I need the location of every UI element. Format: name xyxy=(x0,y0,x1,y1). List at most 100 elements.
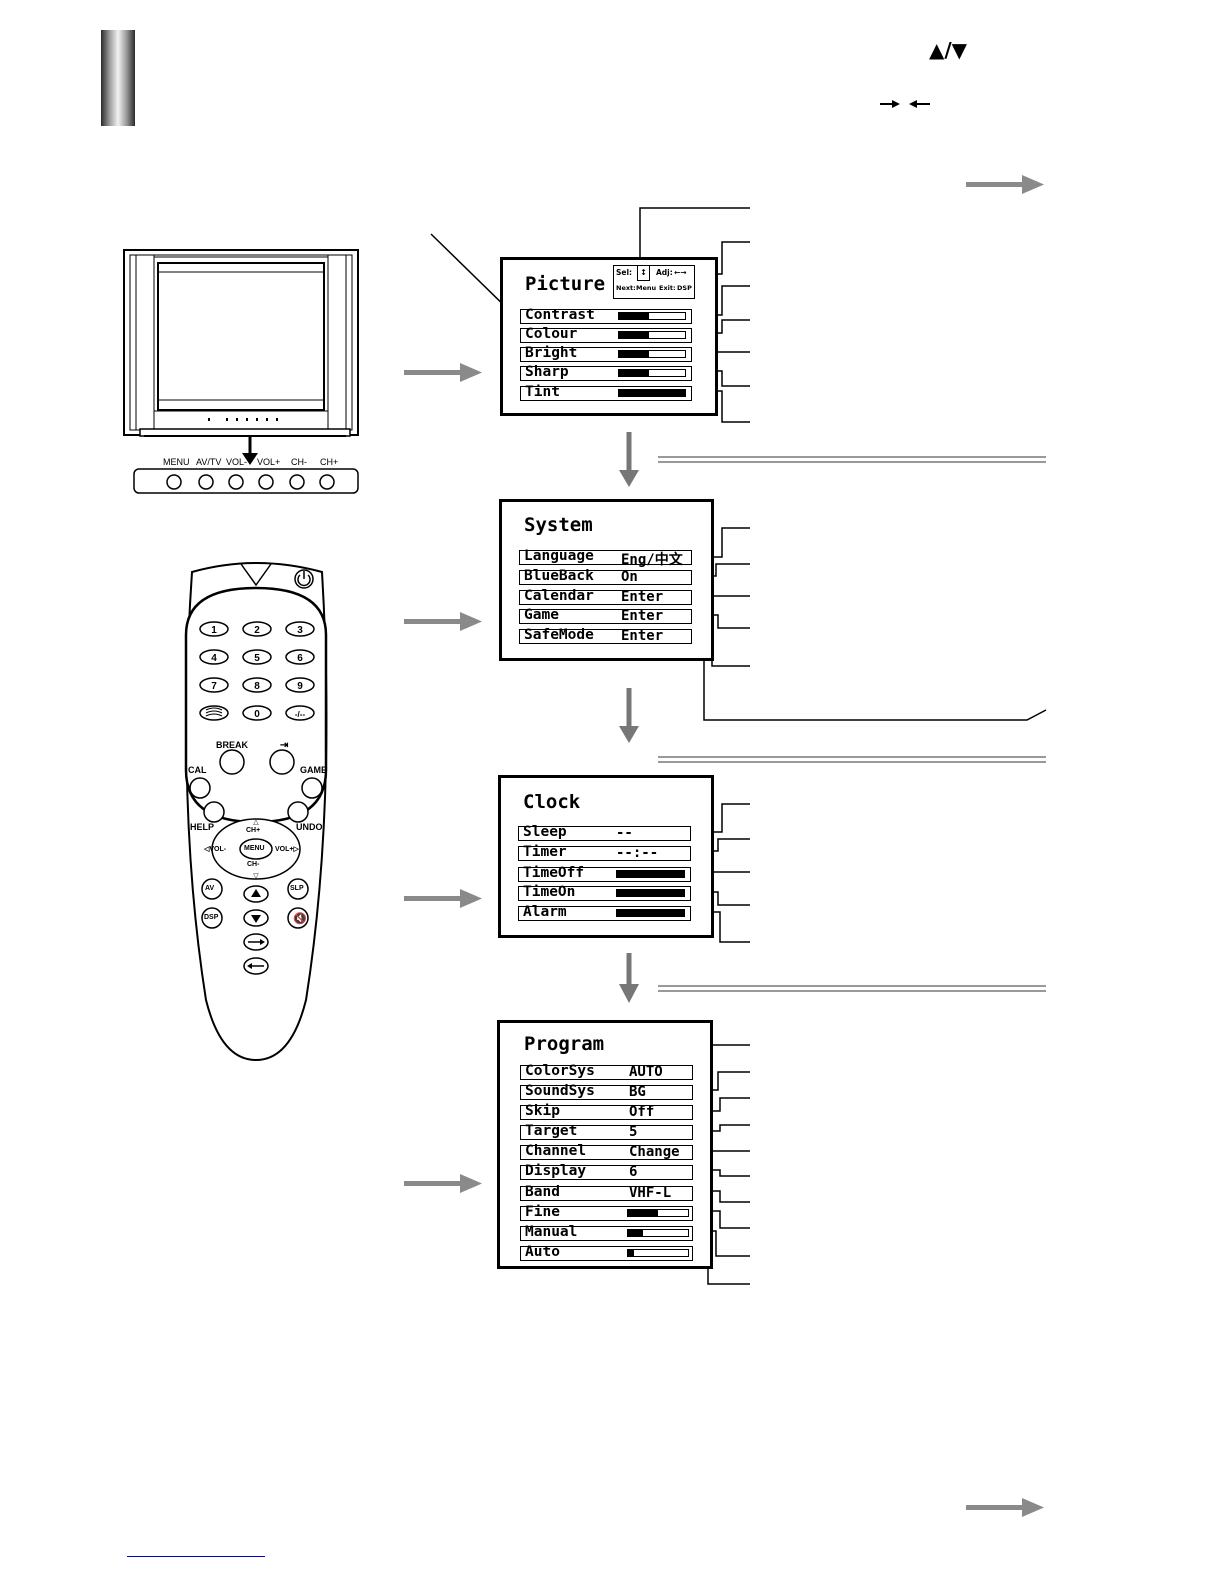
program-item-band[interactable]: Band VHF-L xyxy=(520,1184,693,1201)
system-item-language[interactable]: Language Eng/中文 xyxy=(519,548,692,568)
level-bar xyxy=(618,350,686,358)
picture-item-label: Sharp xyxy=(525,364,569,380)
program-item-value: 6 xyxy=(629,1164,638,1180)
level-bar xyxy=(627,1249,689,1257)
program-menu-title: Program xyxy=(524,1033,605,1055)
picture-item-contrast[interactable]: Contrast xyxy=(520,307,692,324)
hint-adj-arrows-icon: ←→ xyxy=(674,268,687,277)
remote-labels: BREAK CAL GAME HELP UNDO CH+ CH- ◁VOL- V… xyxy=(176,560,336,1065)
clock-menu-title: Clock xyxy=(523,791,581,813)
menu-center-button xyxy=(239,838,273,860)
program-item-channel[interactable]: Channel Change xyxy=(520,1143,693,1160)
system-item-blueback[interactable]: BlueBack On xyxy=(519,568,692,585)
panel-button-menu xyxy=(166,474,182,490)
skip-icon: ⇥ xyxy=(280,740,289,751)
panel-label-vol-plus: VOL+ xyxy=(257,457,281,467)
right-arrow-icon xyxy=(260,939,265,945)
left-arrow-icon xyxy=(247,963,252,969)
program-item-value: BG xyxy=(629,1084,646,1100)
help-button xyxy=(203,801,225,823)
tv-set-illustration xyxy=(123,249,359,494)
program-item-soundsys[interactable]: SoundSys BG xyxy=(520,1083,693,1100)
panel-label-vol-minus: VOL- xyxy=(226,457,248,467)
program-item-colorsys[interactable]: ColorSys AUTO xyxy=(520,1063,693,1080)
panel-button-avtv xyxy=(198,474,214,490)
clock-item-alarm[interactable]: Alarm xyxy=(518,904,691,921)
system-item-value: Eng/中文 xyxy=(621,552,683,568)
panel-button-ch-plus xyxy=(319,474,335,490)
picture-item-colour[interactable]: Colour xyxy=(520,326,692,343)
panel-label-menu: MENU xyxy=(163,457,190,467)
remote-key-1: 1 xyxy=(211,625,217,636)
system-menu-title: System xyxy=(524,514,593,536)
skip-button xyxy=(269,749,295,775)
mute-icon: 🔇 xyxy=(293,912,307,925)
program-item-label: SoundSys xyxy=(525,1083,595,1099)
program-item-auto[interactable]: Auto xyxy=(520,1244,693,1261)
system-item-label: Game xyxy=(524,607,559,623)
picture-item-bright[interactable]: Bright xyxy=(520,345,692,362)
picture-menu-title: Picture xyxy=(525,273,606,295)
tv-front-panel: MENU AV/TV VOL- VOL+ CH- CH+ xyxy=(134,457,364,497)
clock-item-timer[interactable]: Timer --:-- xyxy=(518,844,691,861)
program-item-label: ColorSys xyxy=(525,1063,595,1079)
continue-arrow-icon xyxy=(966,1498,1044,1517)
program-item-display[interactable]: Display 6 xyxy=(520,1163,693,1180)
pointer-arrow-clock xyxy=(404,889,482,908)
clock-item-timeoff[interactable]: TimeOff xyxy=(518,865,691,882)
program-item-skip[interactable]: Skip Off xyxy=(520,1103,693,1120)
program-item-manual[interactable]: Manual xyxy=(520,1224,693,1241)
system-menu: System Language Eng/中文 BlueBack On Calen… xyxy=(499,499,714,661)
footer-link-underline[interactable] xyxy=(127,1556,265,1557)
clock-item-timeon[interactable]: TimeOn xyxy=(518,884,691,901)
clock-item-label: Sleep xyxy=(523,824,567,840)
slp-button xyxy=(287,878,309,900)
system-item-value: Enter xyxy=(621,589,664,605)
av-button xyxy=(201,878,223,900)
system-item-label: Language xyxy=(524,548,594,564)
system-item-value: On xyxy=(621,569,638,585)
system-item-safemode[interactable]: SafeMode Enter xyxy=(519,627,692,644)
picture-item-tint[interactable]: Tint xyxy=(520,384,692,401)
down-arrow-icon xyxy=(251,915,261,923)
level-bar xyxy=(616,889,685,897)
remote-key-2: 2 xyxy=(254,625,260,636)
panel-button-vol-minus xyxy=(228,474,244,490)
program-item-fine[interactable]: Fine xyxy=(520,1204,693,1221)
program-item-value: Change xyxy=(629,1144,680,1160)
picture-item-label: Colour xyxy=(525,326,578,342)
program-item-label: Target xyxy=(525,1123,578,1139)
program-item-value: AUTO xyxy=(629,1064,663,1080)
undo-button xyxy=(287,801,309,823)
system-item-value: Enter xyxy=(621,608,664,624)
level-bar xyxy=(616,870,685,878)
system-item-calendar[interactable]: Calendar Enter xyxy=(519,588,692,605)
down-arrow-separator-1 xyxy=(619,432,1046,487)
system-item-label: BlueBack xyxy=(524,568,594,584)
tv-panel-buttons xyxy=(166,474,335,490)
ch-plus-label: CH+ xyxy=(246,827,261,834)
system-item-label: SafeMode xyxy=(524,627,594,643)
down-arrow-separator-2 xyxy=(619,688,639,743)
clock-item-value: -- xyxy=(616,825,633,841)
hint-menu-label: Menu xyxy=(636,284,657,292)
next-page-arrow-icon xyxy=(966,175,1044,194)
ch-minus-label: CH- xyxy=(247,861,260,868)
break-button xyxy=(219,749,245,775)
program-item-label: Band xyxy=(525,1184,560,1200)
remote-key-7: 7 xyxy=(211,681,217,692)
program-item-value: Off xyxy=(629,1104,655,1120)
level-bar xyxy=(627,1209,689,1217)
system-item-game[interactable]: Game Enter xyxy=(519,607,692,624)
program-item-label: Skip xyxy=(525,1103,560,1119)
panel-button-vol-plus xyxy=(258,474,274,490)
program-item-target[interactable]: Target 5 xyxy=(520,1123,693,1140)
program-item-label: Manual xyxy=(525,1224,578,1240)
break-label: BREAK xyxy=(215,740,248,750)
clock-item-sleep[interactable]: Sleep -- xyxy=(518,824,691,841)
level-bar-fill xyxy=(619,390,685,396)
call-label: CAL xyxy=(188,765,207,775)
picture-item-sharp[interactable]: Sharp xyxy=(520,364,692,381)
level-bar-fill xyxy=(617,910,684,916)
